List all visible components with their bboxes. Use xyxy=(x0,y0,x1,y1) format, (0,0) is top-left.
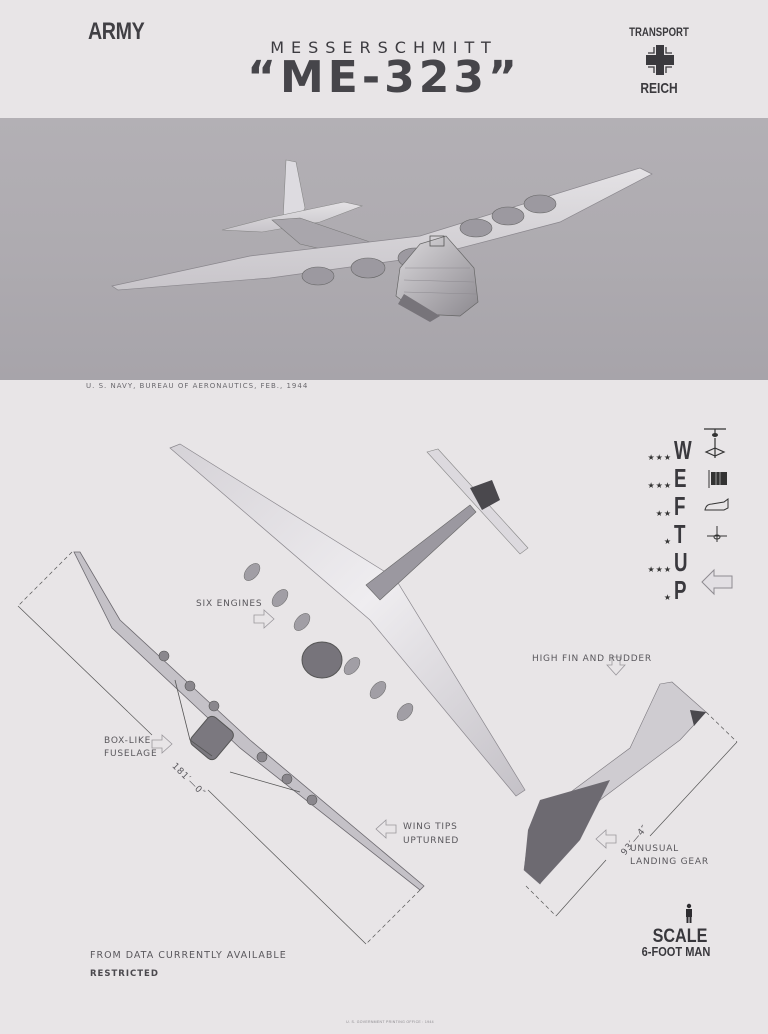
rating-stars: ★ xyxy=(663,593,672,602)
landing-gear-callout-line1: UNUSUAL xyxy=(630,844,679,854)
high-fin-arrow-icon xyxy=(606,656,626,676)
weftup-row-f: ★★ F xyxy=(620,492,730,520)
box-fuselage-callout-line1: BOX-LIKE xyxy=(104,736,152,746)
rating-stars: ★★★ xyxy=(647,565,672,574)
wing-tips-arrow-icon xyxy=(375,819,397,839)
fuselage-profile-icon xyxy=(704,498,729,511)
box-fuselage-arrow-icon xyxy=(151,734,173,754)
length-dimension-line xyxy=(525,711,738,917)
service-label: ARMY xyxy=(88,18,145,45)
wingspan-dimension-line xyxy=(17,551,421,945)
weftup-letter: U xyxy=(674,547,688,577)
landing-gear-arrow-icon xyxy=(595,829,617,849)
photo-credit: U. S. NAVY, BUREAU OF AERONAUTICS, FEB.,… xyxy=(86,382,309,390)
rating-stars: ★★ xyxy=(655,509,672,518)
six-engines-arrow-icon xyxy=(253,609,275,629)
engine-icon xyxy=(708,470,727,488)
scale-label: SCALE xyxy=(652,926,708,947)
nationality-top-label: TRANSPORT xyxy=(629,25,689,39)
printer-imprint: U. S. GOVERNMENT PRINTING OFFICE : 1944 xyxy=(346,1020,434,1024)
tail-icon xyxy=(707,526,727,542)
aircraft-photo xyxy=(0,118,768,380)
classification-label: RESTRICTED xyxy=(90,969,159,979)
weftup-legend: ★★★ W ★★★ E ★★ F ★ T ★★★ U xyxy=(620,428,733,605)
rating-stars: ★ xyxy=(663,537,672,546)
rating-stars: ★★★ xyxy=(647,481,672,490)
wing-tips-callout-line1: WING TIPS xyxy=(403,822,458,832)
wing-tips-callout-line2: UPTURNED xyxy=(403,836,460,846)
weftup-letter: T xyxy=(674,519,686,549)
scale-sub-label: 6-FOOT MAN xyxy=(641,944,711,959)
nationality-bottom-label: REICH xyxy=(640,80,678,97)
weftup-letter: W xyxy=(674,435,692,465)
manufacturer-title: MESSERSCHMITT xyxy=(270,38,498,57)
high-fin-callout: HIGH FIN AND RUDDER xyxy=(532,654,652,664)
weftup-row-p: ★ P xyxy=(620,568,733,605)
box-fuselage-callout-line2: FUSELAGE xyxy=(104,749,158,759)
weftup-letter: F xyxy=(674,491,686,521)
side-view-aircraft xyxy=(523,681,707,885)
weftup-row-e: ★★★ E xyxy=(620,464,730,492)
arrow-left-icon xyxy=(701,568,733,596)
top-view-aircraft xyxy=(169,443,529,797)
balkenkreuz-icon xyxy=(646,45,674,75)
six-engines-callout: SIX ENGINES xyxy=(196,599,263,609)
silhouette-diagrams xyxy=(17,443,738,945)
weftup-row-t: ★ T xyxy=(620,520,730,548)
data-source-note: FROM DATA CURRENTLY AVAILABLE xyxy=(90,950,287,961)
weftup-letter: E xyxy=(674,463,687,493)
landing-gear-callout-line2: LANDING GEAR xyxy=(630,857,709,867)
wing-planform-icon xyxy=(704,428,726,458)
aircraft-photo-illustration xyxy=(111,159,653,322)
rating-stars: ★★★ xyxy=(647,453,672,462)
front-view-aircraft xyxy=(73,551,425,891)
weftup-row-w: ★★★ W xyxy=(620,428,730,465)
weftup-row-u: ★★★ U xyxy=(620,548,730,576)
six-foot-man-icon xyxy=(686,903,692,923)
model-title: “ME-323” xyxy=(247,52,521,103)
weftup-letter: P xyxy=(674,575,687,605)
